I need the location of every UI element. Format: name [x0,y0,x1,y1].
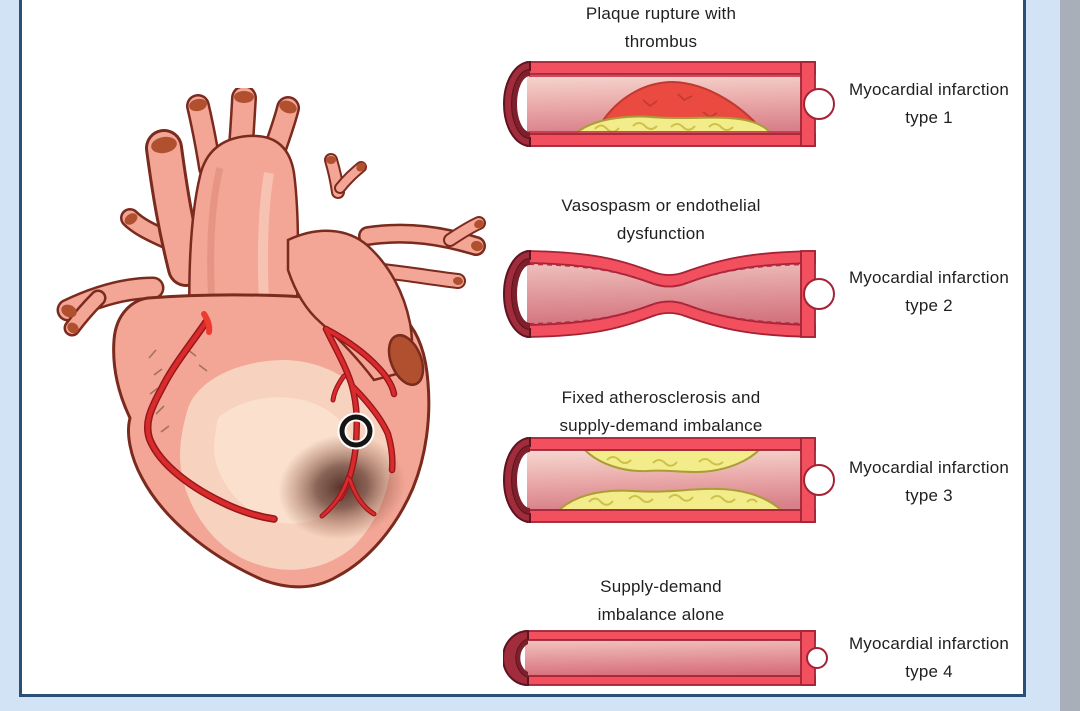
artery-open-notch [803,464,835,496]
artery-vasospasm-illustration [503,249,835,339]
right-coronary-artery-icon [143,311,278,523]
label-line: Myocardial infarction [848,634,1010,653]
heading-line: Vasospasm or endothelial [561,196,761,215]
heading-line: supply-demand imbalance [559,416,763,435]
label-line: type 4 [905,662,953,681]
label-line: type 3 [905,486,953,505]
label-line: Myocardial infarction [848,458,1010,477]
artery-cut-cap-inner [512,259,530,329]
pulmonary-y-branch-icon [324,153,367,199]
heading-line: Fixed atherosclerosis and [561,388,761,407]
artery-wall-top [526,61,816,75]
vessel-heading-type1: Plaque rupture with thrombus [503,0,819,56]
label-line: type 2 [905,296,953,315]
label-line: Myocardial infarction [848,80,1010,99]
vessel-heading-type2: Vasospasm or endothelial dysfunction [503,192,819,248]
artery-cut-cap-inner [516,639,528,677]
artery-wall-bottom [526,133,816,147]
occlusion-circle-marker [337,412,375,450]
plaque-texture [588,456,758,506]
mi-type1-label: Myocardial infarction type 1 [843,76,1015,132]
figure-panel: Plaque rupture with thrombus Myocardial … [19,0,1026,697]
artery-wall-bottom [526,509,816,523]
artery-lumen [527,263,815,325]
artery-wall-top [524,630,816,641]
artery-cut-cap-inner [512,70,530,138]
vessel-heading-type4: Supply-demand imbalance alone [503,573,819,629]
right-gray-strip [1060,0,1080,711]
heading-line: imbalance alone [597,605,725,624]
mi-type3-label: Myocardial infarction type 3 [843,454,1015,510]
plaque-top-icon [582,449,762,474]
vessel-heading-type3: Fixed atherosclerosis and supply-demand … [503,384,819,440]
artery-cut-cap-inner [512,446,530,514]
artery-open-notch [803,278,835,310]
heading-line: dysfunction [616,224,706,243]
artery-open-notch [806,647,828,669]
superior-vena-cava-icon [145,129,205,287]
heading-line: thrombus [624,32,698,51]
heading-line: Supply-demand [600,577,722,596]
artery-wall-bottom [524,675,816,686]
artery-wall-top [526,437,816,451]
plaque-texture [594,122,734,133]
heart-illustration [56,88,486,589]
label-line: Myocardial infarction [848,268,1010,287]
label-line: type 1 [905,108,953,127]
pulmonary-trunk-icon [286,229,425,387]
artery-fixed-atherosclerosis-illustration [503,436,835,524]
plaque-bottom-icon [556,487,784,511]
artery-open-notch [803,88,835,120]
heading-line: Plaque rupture with [585,4,737,23]
artery-normal-illustration [503,629,828,687]
artery-lumen [525,640,805,676]
artery-plaque-rupture-thrombus-illustration [503,60,835,148]
artery-cut-cap [503,629,529,687]
right-pulmonary-branches-icon [358,216,486,289]
mi-type4-label: Myocardial infarction type 4 [843,630,1015,686]
endothelium-dashed-lines [528,263,814,325]
mi-type2-label: Myocardial infarction type 2 [843,264,1015,320]
